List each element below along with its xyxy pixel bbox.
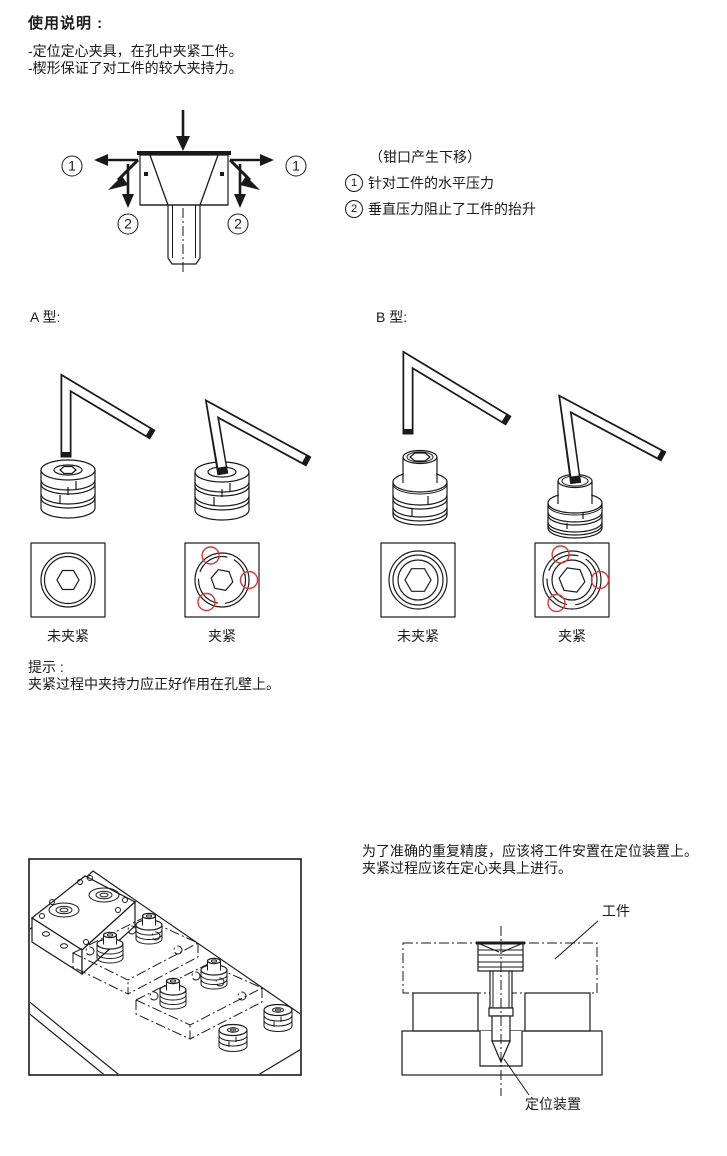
circled-1-icon: 1 <box>345 174 363 192</box>
type-b-unclamped-caption: 未夹紧 <box>397 628 439 644</box>
hex-socket-icon <box>404 568 432 592</box>
clamp-icon <box>218 1023 248 1052</box>
type-a-label: A 型: <box>30 309 61 325</box>
type-a-clamped-topview <box>184 542 260 618</box>
tip-body: 夹紧过程中夹持力应正好作用在孔壁上。 <box>28 676 280 692</box>
workpiece-callout: 工件 <box>554 903 630 960</box>
figure-frame <box>28 858 302 1076</box>
type-a-unclamped-caption: 未夹紧 <box>47 628 89 644</box>
hex-key-icon <box>60 373 156 458</box>
type-b-clamped-caption: 夹紧 <box>558 628 586 644</box>
contact-point-marker <box>201 546 220 565</box>
svg-text:2: 2 <box>124 216 132 232</box>
type-b-label: B 型: <box>376 309 408 325</box>
hex-key-icon <box>204 398 312 476</box>
clamp-icon <box>135 912 163 945</box>
circled-2-icon: 2 <box>345 200 363 218</box>
clamp-icon <box>547 473 603 539</box>
legend-item-1: 1 针对工件的水平压力 <box>345 173 536 193</box>
type-a-unclamped-figure <box>40 373 156 519</box>
down-force-arrow-icon <box>176 110 190 151</box>
locator-callout: 定位装置 <box>503 1058 581 1112</box>
intro-line-2: -楔形保证了对工件的较大夹持力。 <box>28 60 243 76</box>
force-legend: （钳口产生下移） 1 针对工件的水平压力 2 垂直压力阻止了工件的抬升 <box>345 147 536 219</box>
clamp-force-diagram: 1 1 2 2 <box>61 110 307 272</box>
callout-2-left: 2 <box>117 213 139 235</box>
type-a-clamped-figure <box>194 398 312 521</box>
callout-1-left: 1 <box>61 155 83 177</box>
svg-text:1: 1 <box>68 158 76 174</box>
hex-key-icon <box>402 350 512 435</box>
clamp-cross-section <box>137 151 231 265</box>
legend-item-2-text: 垂直压力阻止了工件的抬升 <box>368 201 536 217</box>
hex-key-icon <box>558 394 667 485</box>
contact-point-marker <box>197 592 216 612</box>
fixture-plate-isometric-figure <box>28 858 302 1076</box>
tip-title: 提示 : <box>28 659 64 675</box>
contact-point-marker <box>590 570 610 590</box>
contact-point-marker <box>551 545 570 564</box>
type-a-clamped-caption: 夹紧 <box>208 628 236 644</box>
legend-item-2: 2 垂直压力阻止了工件的抬升 <box>345 199 536 219</box>
intro-line-1: -定位定心夹具，在孔中夹紧工件。 <box>28 43 243 59</box>
positioning-line-1: 为了准确的重复精度，应该将工件安置在定位装置上。 <box>362 843 698 859</box>
type-b-clamped-figure <box>547 394 667 539</box>
hex-socket-icon <box>558 567 586 593</box>
contact-point-marker <box>547 593 566 613</box>
phantom-workpiece-1 <box>71 917 200 995</box>
callout-2-right: 2 <box>227 213 249 235</box>
left-force-arrows-icon <box>94 154 140 208</box>
page-title: 使用说明 : <box>28 15 104 32</box>
clamp-icon <box>392 449 448 526</box>
hex-socket-icon <box>210 569 234 591</box>
workpiece-label: 工件 <box>602 903 630 919</box>
type-b-unclamped-figure <box>392 350 512 526</box>
svg-text:1: 1 <box>292 158 300 174</box>
locator-label: 定位装置 <box>525 1096 581 1112</box>
clamp-icon <box>159 977 187 1010</box>
callout-1-right: 1 <box>285 155 307 177</box>
locator-cross-section-figure: 工件 定位装置 <box>401 903 630 1112</box>
svg-text:2: 2 <box>234 216 242 232</box>
clamp-icon <box>96 931 124 964</box>
clamp-icon <box>263 1003 293 1032</box>
positioning-line-2: 夹紧过程应该在定心夹具上进行。 <box>362 860 572 876</box>
type-b-clamped-topview <box>534 542 610 618</box>
type-a-unclamped-topview <box>30 542 106 618</box>
clamp-icon <box>200 957 228 990</box>
legend-note: （钳口产生下移） <box>369 149 481 165</box>
legend-item-1-text: 针对工件的水平压力 <box>368 175 494 191</box>
clamp-icon <box>40 459 96 519</box>
phantom-workpiece-2 <box>134 963 264 1040</box>
hex-socket-icon <box>56 569 80 591</box>
type-b-unclamped-topview <box>380 542 456 618</box>
contact-point-marker <box>239 570 259 590</box>
right-force-arrows-icon <box>228 154 274 208</box>
